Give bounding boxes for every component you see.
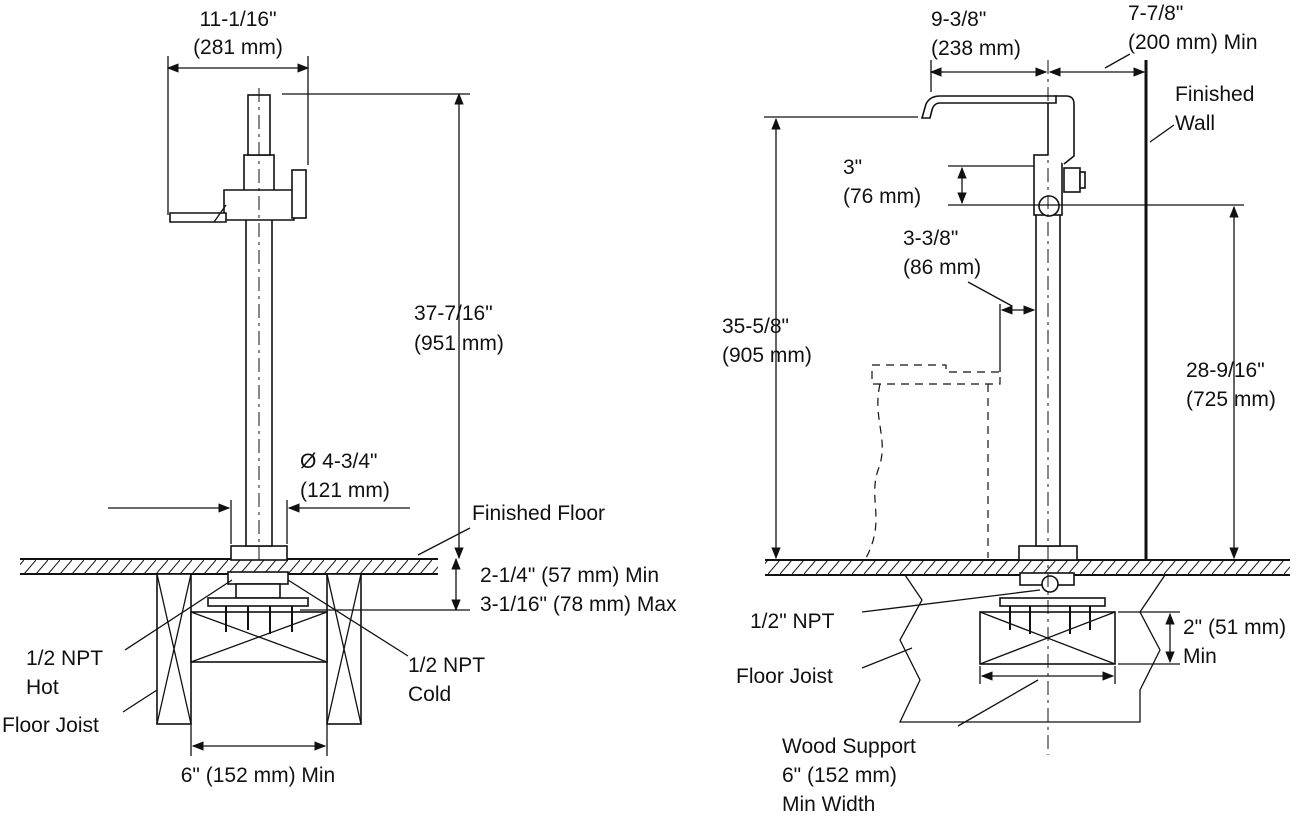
front-depth-min: 2-1/4" (57 mm) Min bbox=[480, 564, 659, 587]
side-floor-joist-label: Floor Joist bbox=[736, 665, 833, 688]
front-height-dimension bbox=[282, 92, 470, 560]
side-finished-wall-line2: Wall bbox=[1175, 112, 1215, 135]
side-tub-offset-inches: 3-3/8" bbox=[903, 227, 958, 250]
front-depth-max: 3-1/16" (78 mm) Max bbox=[480, 593, 677, 616]
side-support-thickness-min: Min bbox=[1183, 645, 1217, 668]
side-mounting-bracket bbox=[999, 572, 1106, 634]
front-hot-label: Hot bbox=[26, 676, 59, 699]
side-support-thickness-dimension bbox=[1118, 611, 1180, 665]
front-floor-joist-label: Floor Joist bbox=[2, 714, 99, 737]
side-finished-wall-line1: Finished bbox=[1175, 83, 1254, 106]
front-cold-npt: 1/2 NPT bbox=[408, 654, 485, 677]
side-reach-mm: (238 mm) bbox=[931, 37, 1021, 60]
side-npt-label: 1/2" NPT bbox=[750, 610, 835, 633]
side-support-thickness: 2" (51 mm) bbox=[1183, 616, 1286, 639]
side-spout-height-dimension bbox=[764, 116, 918, 560]
side-handle-height-inches: 28-9/16" bbox=[1186, 359, 1265, 382]
side-reach-dimension bbox=[929, 53, 1146, 92]
side-tub-offset-dimension bbox=[967, 281, 1036, 372]
front-diameter-mm: (121 mm) bbox=[300, 479, 390, 502]
front-floor-joist-right bbox=[326, 573, 362, 725]
front-hot-npt: 1/2 NPT bbox=[26, 647, 103, 670]
side-view: 9-3/8" (238 mm) 7-7/8" (200 mm) Min Fini… bbox=[722, 2, 1290, 816]
front-height-inches: 37-7/16" bbox=[414, 302, 493, 325]
front-joist-spacing-dimension bbox=[190, 724, 328, 756]
side-reach-inches: 9-3/8" bbox=[931, 8, 986, 31]
side-wall-clearance-mm: (200 mm) Min bbox=[1128, 31, 1258, 54]
front-diameter-dimension bbox=[108, 500, 410, 544]
front-joist-spacing-label: 6" (152 mm) Min bbox=[181, 764, 336, 787]
side-wood-support-width-dimension bbox=[957, 666, 1116, 727]
side-handle-height-mm: (725 mm) bbox=[1186, 388, 1276, 411]
side-finished-wall-leader bbox=[1149, 124, 1175, 143]
side-wall-clearance-inches: 7-7/8" bbox=[1128, 2, 1183, 25]
side-npt-leader bbox=[861, 589, 1041, 613]
front-width-dimension bbox=[166, 56, 310, 215]
side-joist-leader bbox=[861, 647, 913, 669]
side-wood-support-line1: Wood Support bbox=[782, 735, 916, 758]
front-faucet-body bbox=[169, 94, 307, 561]
side-spout-drop-mm: (76 mm) bbox=[843, 185, 921, 208]
front-finished-floor-leader bbox=[417, 527, 471, 556]
front-hot-leader bbox=[124, 579, 233, 651]
side-wood-support-line2: 6" (152 mm) bbox=[782, 764, 897, 787]
front-cold-label: Cold bbox=[408, 683, 451, 706]
front-mounting-bracket bbox=[207, 571, 309, 634]
side-wood-support-line3: Min Width bbox=[782, 793, 875, 816]
front-view: 11-1/16" (281 mm) 37-7/16" (951 mm) Ø 4-… bbox=[2, 8, 677, 787]
front-floor-joist-left bbox=[156, 573, 192, 725]
side-spout-height-inches: 35-5/8" bbox=[722, 315, 789, 338]
front-width-mm: (281 mm) bbox=[193, 36, 283, 59]
side-spout-drop-inches: 3" bbox=[843, 156, 862, 179]
side-spout-drop-dimension bbox=[948, 165, 1244, 206]
front-cold-leader bbox=[287, 579, 409, 657]
side-spout-height-mm: (905 mm) bbox=[722, 344, 812, 367]
front-width-inches: 11-1/16" bbox=[199, 8, 276, 31]
side-tub-outline bbox=[865, 364, 1001, 559]
front-cross-brace bbox=[190, 611, 328, 663]
front-joist-leader bbox=[122, 689, 158, 713]
front-finished-floor-label: Finished Floor bbox=[472, 502, 605, 525]
front-depth-dimension bbox=[300, 557, 470, 612]
side-tub-offset-mm: (86 mm) bbox=[903, 256, 981, 279]
side-floor-joist-outline bbox=[898, 574, 1166, 723]
front-diameter-inches: Ø 4-3/4" bbox=[300, 450, 378, 473]
front-height-mm: (951 mm) bbox=[414, 332, 504, 355]
